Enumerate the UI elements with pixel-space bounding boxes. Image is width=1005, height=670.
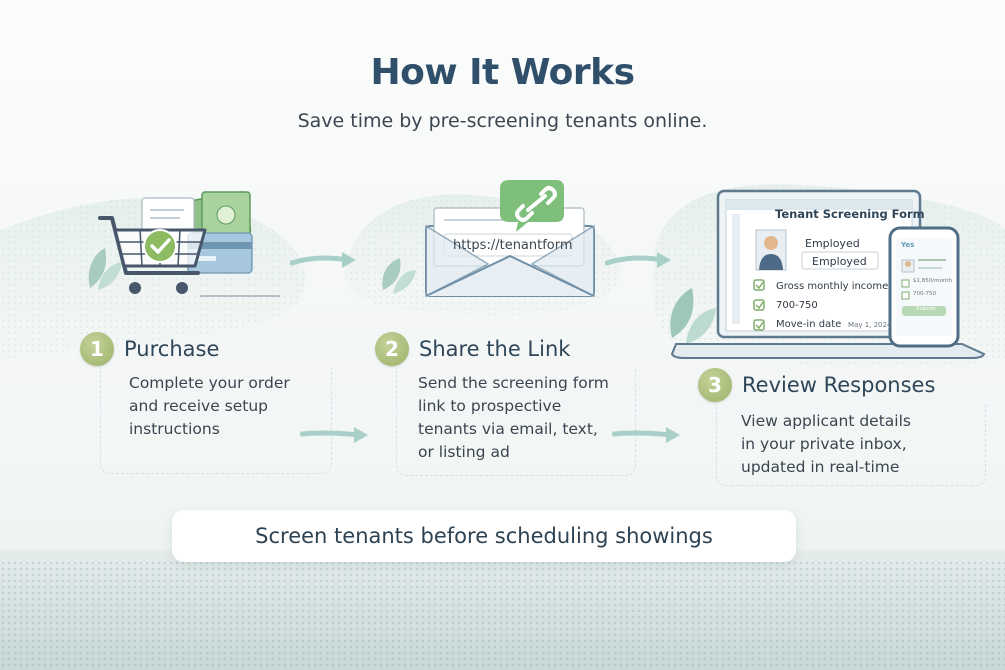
envelope-link-icon	[382, 180, 595, 298]
floor-dots	[0, 560, 1005, 670]
banner-text: Screen tenants before scheduling showing…	[255, 524, 713, 548]
laptop-form-icon	[670, 189, 986, 359]
form-title: Tenant Screening Form	[775, 207, 925, 221]
step-number: 1	[80, 332, 114, 366]
arrow-right-icon	[290, 252, 356, 268]
move-in-value: May 1, 2024	[848, 321, 892, 329]
step-description: Complete your order and receive setup in…	[129, 374, 290, 438]
credit-value: 700-750	[776, 300, 818, 311]
phone-row-2: 700-750	[913, 291, 936, 297]
step-number: 3	[698, 368, 732, 402]
income-label: Gross monthly income	[776, 281, 889, 292]
phone-row-1: $1,850/month	[913, 278, 952, 284]
step-number: 2	[375, 332, 409, 366]
step-2-box	[396, 368, 636, 476]
step-title: Share the Link	[419, 337, 571, 361]
step-3-box	[716, 404, 986, 486]
step-title: Purchase	[124, 337, 220, 361]
page-title: How It Works	[370, 52, 635, 93]
banner: Screen tenants before scheduling showing…	[172, 510, 796, 562]
step-1-heading: 1 Purchase	[80, 332, 219, 366]
step-2-heading: 2 Share the Link	[375, 332, 570, 366]
phone-header: Yes	[901, 241, 915, 249]
step-description: View applicant details in your private i…	[741, 412, 911, 476]
arrow-right-icon	[605, 252, 671, 268]
phone-button: Submit	[916, 306, 936, 312]
employment-label: Employed	[805, 237, 860, 250]
step-1-box	[100, 368, 332, 474]
page-subtitle: Save time by pre-screening tenants onlin…	[297, 110, 708, 132]
arrow-right-icon	[612, 427, 680, 443]
arrow-right-icon	[300, 427, 368, 443]
employment-value: Employed	[812, 255, 867, 268]
floor-gradient	[0, 550, 1005, 670]
step-title: Review Responses	[742, 373, 936, 397]
shopping-cart-icon	[88, 191, 280, 297]
move-in-label: Move-in date	[776, 319, 842, 330]
link-text: https://tenantform	[453, 238, 573, 253]
step-description: Send the screening form link to prospect…	[418, 374, 609, 461]
step-3-heading: 3 Review Responses	[698, 368, 935, 402]
